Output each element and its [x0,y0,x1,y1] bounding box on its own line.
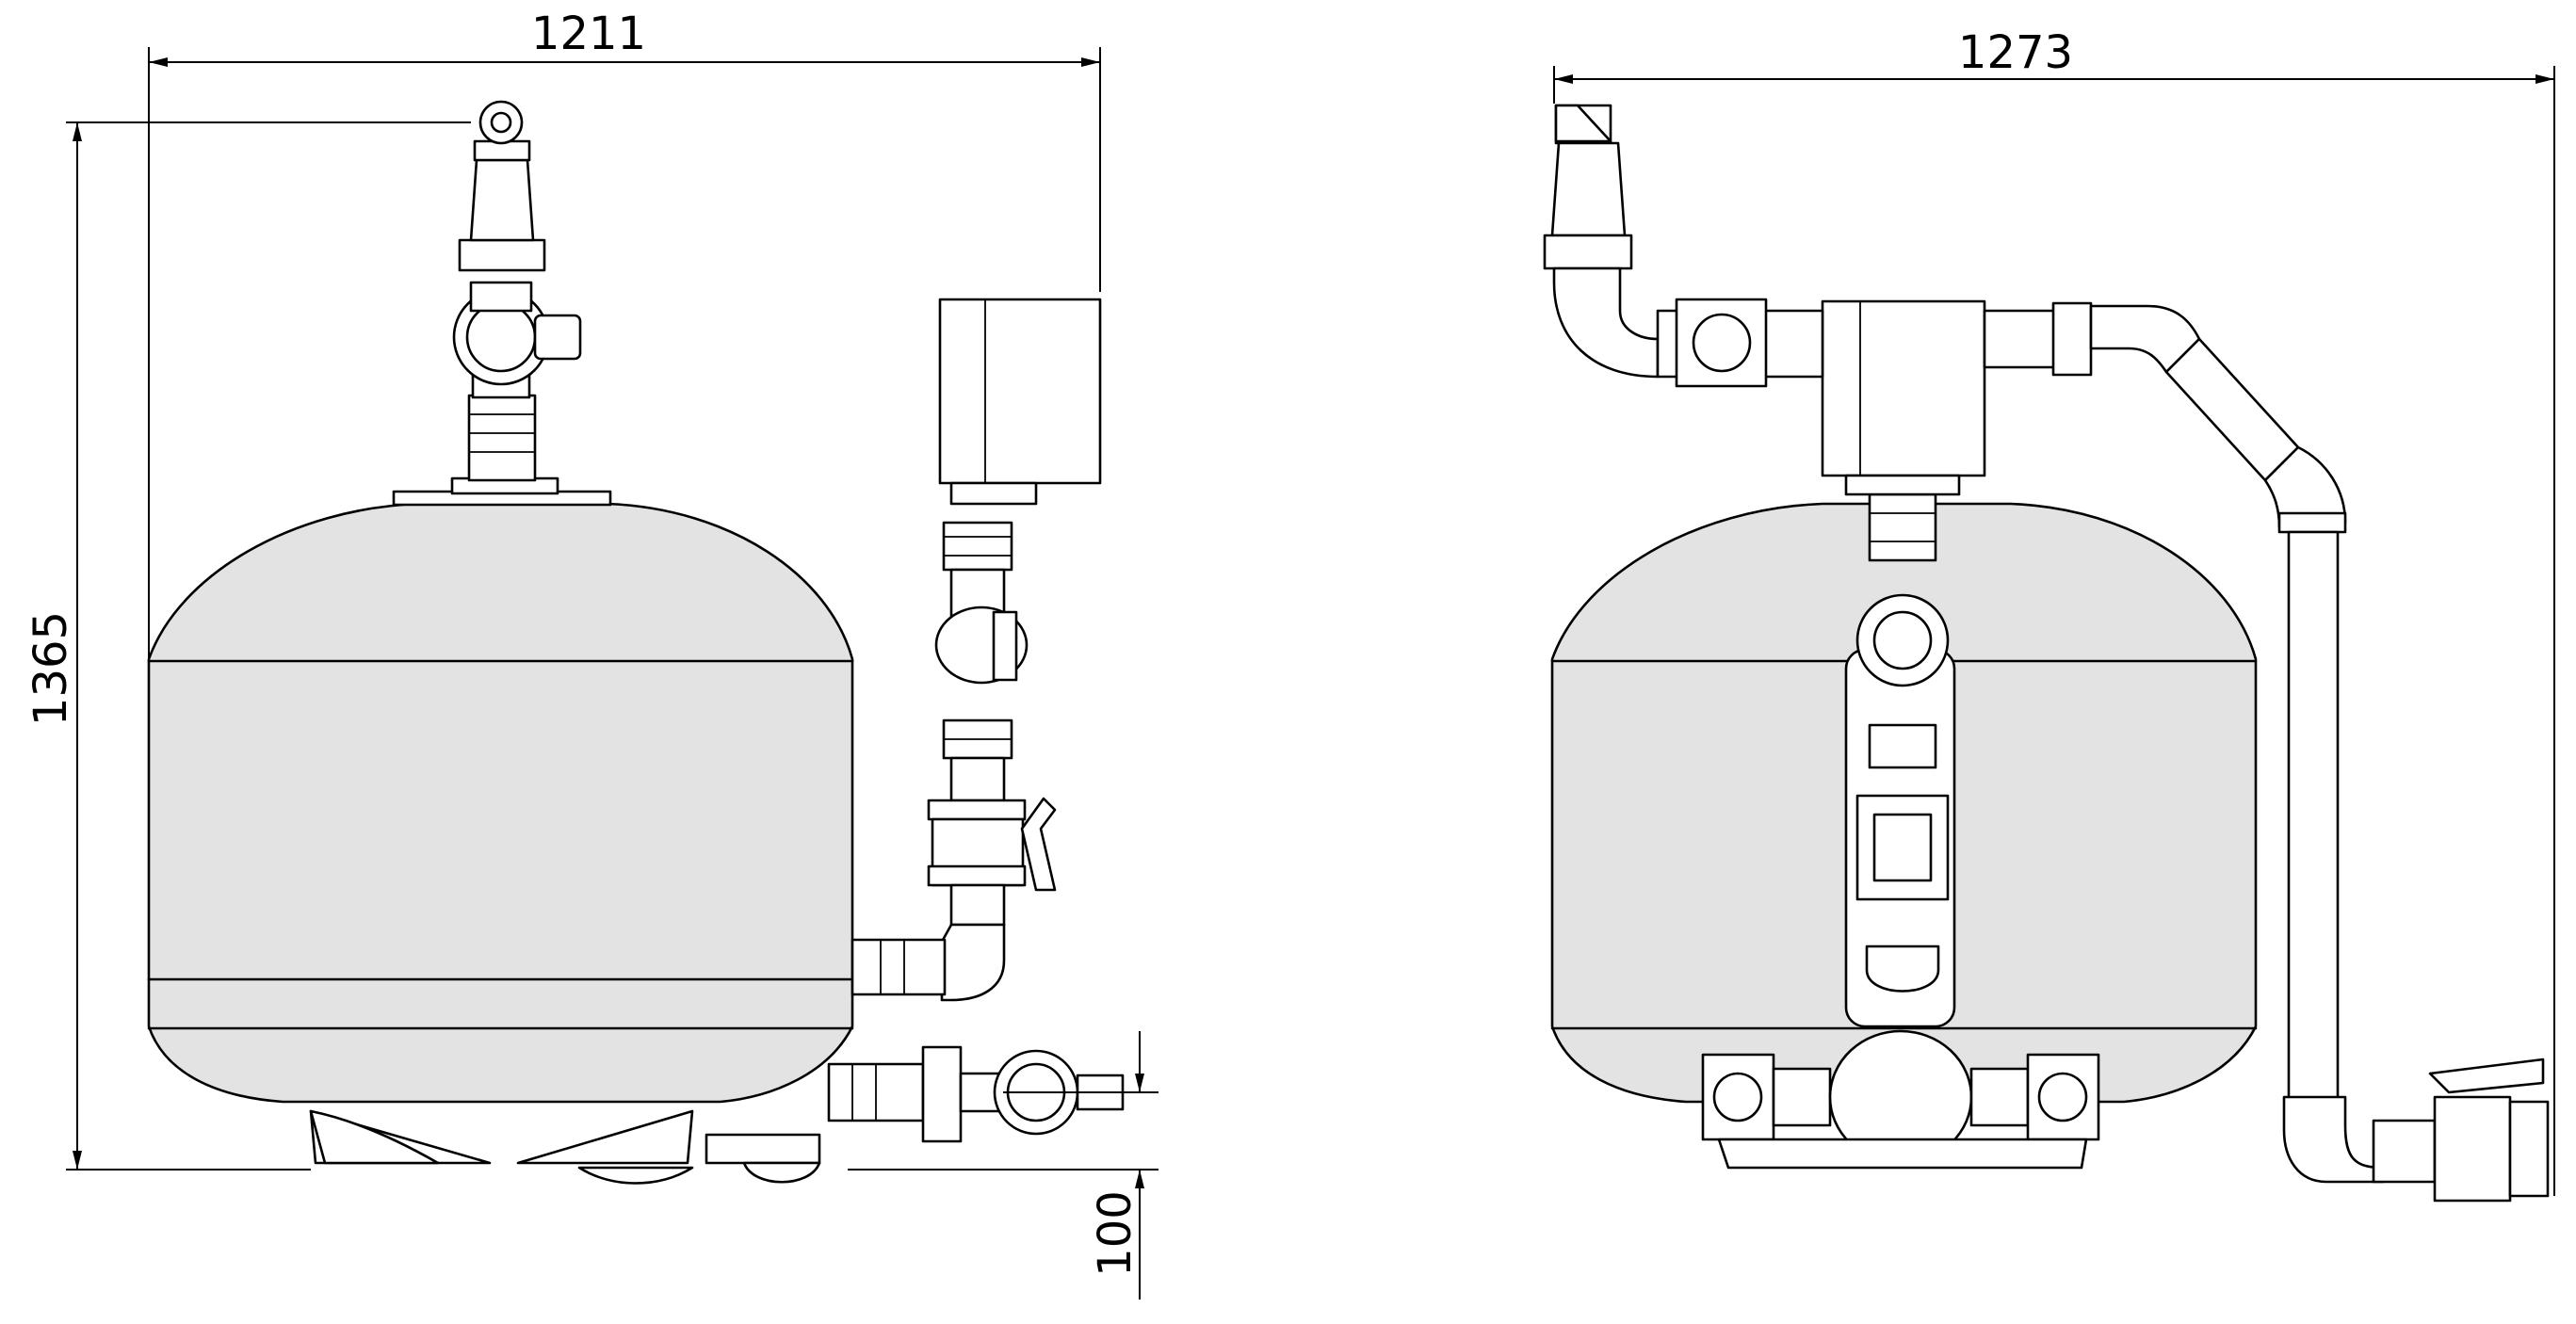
front-view [1543,104,2550,1203]
dim-label-left-width: 1211 [531,8,646,60]
dimension-left-height: 1365 [24,121,471,1171]
tank-body-side [147,502,854,1104]
bottom-outlet-side [827,1045,1125,1143]
dimension-left-width: 1211 [148,8,1101,659]
air-release-valve-side [452,100,582,482]
dim-label-base-height: 100 [1089,1190,1142,1277]
dim-label-right-width: 1273 [1958,26,2073,79]
dimension-right-width: 1273 [1553,26,2555,1196]
dim-label-left-height: 1365 [24,611,77,726]
dimension-base-height: 100 [848,1031,1158,1300]
pipe-assembly-side [851,298,1102,1002]
side-view [147,100,1125,1185]
